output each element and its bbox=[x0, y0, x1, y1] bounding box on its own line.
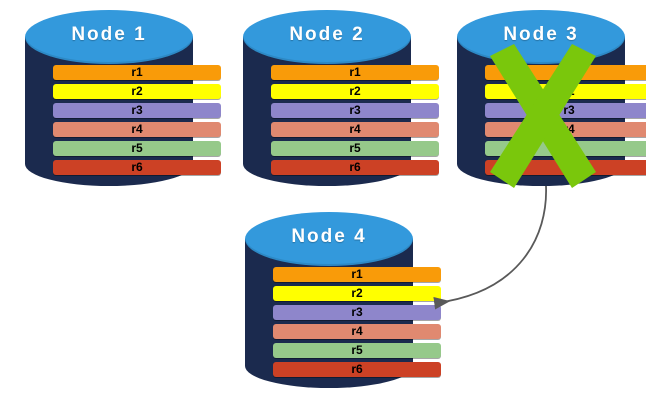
row-r5[interactable]: r5 bbox=[273, 343, 441, 358]
row-r1[interactable]: r1 bbox=[273, 267, 441, 282]
row-r2[interactable]: r2 bbox=[485, 84, 646, 99]
row-r2[interactable]: r2 bbox=[53, 84, 221, 99]
cylinder-top-ellipse bbox=[243, 10, 411, 64]
row-r3[interactable]: r3 bbox=[273, 305, 441, 320]
row-r5[interactable]: r5 bbox=[53, 141, 221, 156]
row-r1[interactable]: r1 bbox=[485, 65, 646, 80]
row-r4[interactable]: r4 bbox=[273, 324, 441, 339]
row-list-node-4: r1 r2 r3 r4 r5 r6 bbox=[245, 267, 469, 377]
row-r3[interactable]: r3 bbox=[485, 103, 646, 118]
row-r2[interactable]: r2 bbox=[271, 84, 439, 99]
row-r3[interactable]: r3 bbox=[271, 103, 439, 118]
row-r6[interactable]: r6 bbox=[271, 160, 439, 175]
node-cylinder-node-2[interactable]: Node 2 r1 r2 r3 r4 r5 r6 bbox=[243, 10, 439, 186]
row-r1[interactable]: r1 bbox=[271, 65, 439, 80]
row-r5[interactable]: r5 bbox=[271, 141, 439, 156]
row-r6[interactable]: r6 bbox=[273, 362, 441, 377]
node-cylinder-node-1[interactable]: Node 1 r1 r2 r3 r4 r5 r6 bbox=[25, 10, 221, 186]
row-r4[interactable]: r4 bbox=[271, 122, 439, 137]
node-cylinder-node-3[interactable]: Node 3 r1 r2 r3 r4 r5 r6 bbox=[457, 10, 646, 186]
row-r2[interactable]: r2 bbox=[273, 286, 441, 301]
cylinder-top-ellipse bbox=[245, 212, 413, 266]
cylinder-top-ellipse bbox=[25, 10, 193, 64]
row-r6[interactable]: r6 bbox=[485, 160, 646, 175]
row-r3[interactable]: r3 bbox=[53, 103, 221, 118]
row-r4[interactable]: r4 bbox=[53, 122, 221, 137]
cylinder-top-ellipse bbox=[457, 10, 625, 64]
node-cylinder-node-4[interactable]: Node 4 r1 r2 r3 r4 r5 r6 bbox=[245, 212, 441, 388]
row-list-node-1: r1 r2 r3 r4 r5 r6 bbox=[25, 65, 249, 175]
row-r6[interactable]: r6 bbox=[53, 160, 221, 175]
row-r5[interactable]: r5 bbox=[485, 141, 646, 156]
row-r1[interactable]: r1 bbox=[53, 65, 221, 80]
row-list-node-2: r1 r2 r3 r4 r5 r6 bbox=[243, 65, 467, 175]
row-list-node-3: r1 r2 r3 r4 r5 r6 bbox=[457, 65, 646, 175]
row-r4[interactable]: r4 bbox=[485, 122, 646, 137]
